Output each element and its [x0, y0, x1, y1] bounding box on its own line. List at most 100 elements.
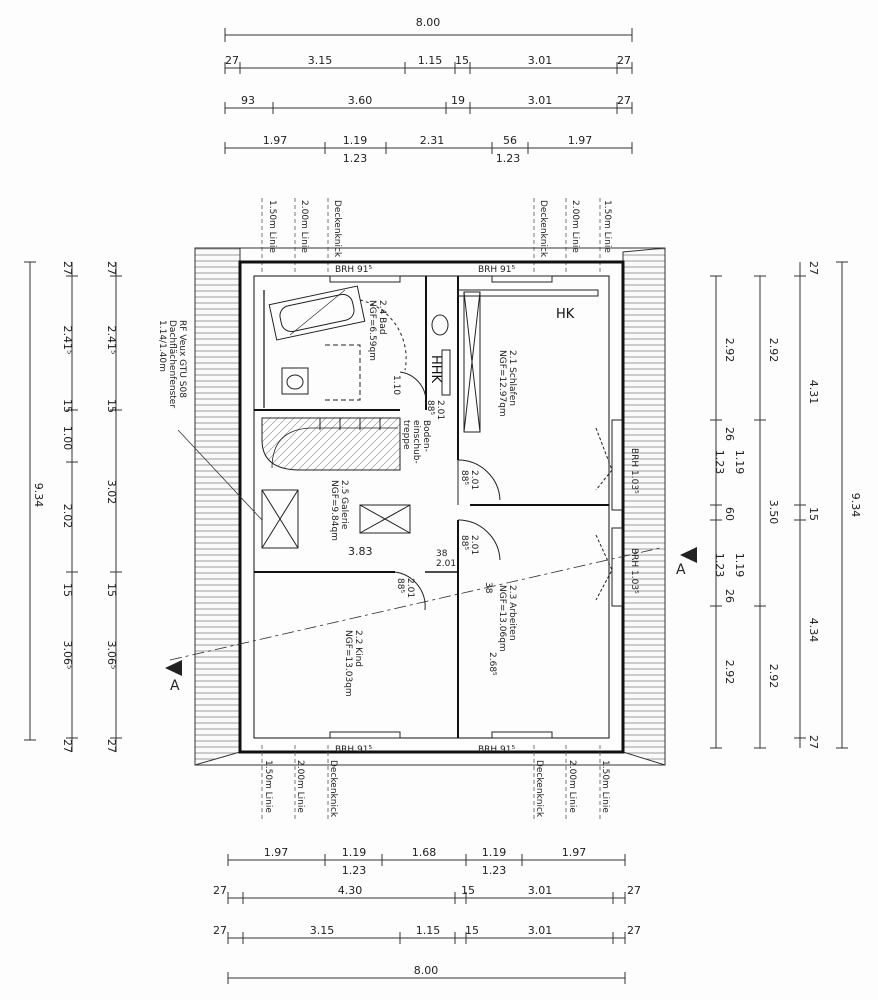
- roof-line-label: 2.00m Linie: [299, 200, 309, 253]
- dim-label: 27: [627, 924, 641, 937]
- rf-leader-line: [177, 429, 263, 521]
- dim-label: 2.41⁵: [105, 326, 118, 355]
- door-label: 88⁵: [459, 470, 469, 485]
- door-label: 38: [436, 549, 448, 559]
- dim-label: 56: [503, 134, 517, 147]
- bodentreppe-label: einschub-: [411, 420, 421, 464]
- bath-fixtures: [268, 285, 449, 401]
- rf-note: Dachflächenfenster: [167, 320, 177, 408]
- dim-label: 2.92: [723, 338, 736, 363]
- door-label: 88⁵: [395, 578, 405, 593]
- roof-line-label: Deckenknick: [538, 200, 548, 258]
- inner-dim: 1.10: [391, 375, 401, 395]
- inner-annotations: 1.10 3.83 2.68⁵ 38 88⁵ 2.01 88⁵ 2.01 88⁵…: [335, 265, 639, 755]
- room-kind-area: NGF=13.03qm: [343, 630, 353, 697]
- section-label: A: [676, 562, 686, 578]
- dim-label: 2.02: [61, 504, 74, 529]
- window-label: BRH 1.03⁵: [629, 448, 639, 494]
- dim-label: 3.06⁵: [105, 641, 118, 670]
- dim-label: 3.01: [528, 924, 553, 937]
- dim-label: 2.92: [767, 338, 780, 363]
- rf-note: 1.14/1.40m: [157, 320, 167, 372]
- left-dimension-chains: [24, 261, 122, 752]
- roof-hatching: [194, 247, 666, 766]
- room-bad-area: NGF=6.59qm: [367, 300, 377, 361]
- room-schlafen-area: NGF=12.97qm: [497, 350, 507, 417]
- door-label: 2.01: [405, 578, 415, 598]
- roof-line-labels-top: 1.50m Linie 2.00m Linie Deckenknick Deck…: [267, 200, 612, 258]
- roof-line-label: 1.50m Linie: [600, 760, 610, 813]
- dim-label: 27: [213, 924, 227, 937]
- door-label: 2.01: [469, 470, 479, 490]
- dim-label: 1.19: [342, 846, 367, 859]
- dim-label: 1.23: [713, 553, 726, 578]
- door-label: 2.01: [435, 400, 445, 420]
- dim-label: 1.23: [342, 864, 367, 877]
- dim-label: 1.97: [568, 134, 593, 147]
- dim-right-total: 9.34: [849, 493, 862, 518]
- roof-line-label: 2.00m Linie: [295, 760, 305, 813]
- roof-line-label: 1.50m Linie: [263, 760, 273, 813]
- section-markers: A A: [165, 547, 697, 694]
- roof-line-label: 1.50m Linie: [267, 200, 277, 253]
- dim-top-total: 8.00: [416, 16, 441, 29]
- washbasin: [431, 314, 449, 336]
- dim-label: 26: [723, 589, 736, 603]
- dim-label: 15: [61, 399, 74, 413]
- room-arbeiten-area: NGF=13.06qm: [497, 585, 507, 652]
- dim-label: 15: [465, 924, 479, 937]
- room-bad-name: 2.4 Bad: [377, 300, 387, 335]
- dim-label: 1.97: [263, 134, 288, 147]
- door-swings: [394, 371, 501, 611]
- bathtub: [268, 285, 366, 341]
- room-arbeiten-name: 2.3 Arbeiten: [507, 585, 517, 641]
- roof-line-label: Deckenknick: [328, 760, 338, 818]
- door-label: 88⁵: [459, 535, 469, 550]
- window-label: BRH 91⁵: [335, 745, 373, 755]
- right-dimension-chains: [710, 261, 848, 749]
- dim-label: 1.97: [264, 846, 289, 859]
- top-dimension-chains: [224, 28, 633, 154]
- dim-label: 3.50: [767, 500, 780, 525]
- dim-label: 27: [105, 261, 118, 275]
- roof-line-label: 1.50m Linie: [602, 200, 612, 253]
- dim-label: 3.15: [308, 54, 333, 67]
- rf-note: RF Veux GTU S08: [177, 320, 187, 398]
- dim-label: 27: [225, 54, 239, 67]
- room-galerie-area: NGF=9.84qm: [329, 480, 339, 541]
- inner-dim: 3.83: [348, 545, 373, 558]
- dim-label: 2.41⁵: [61, 326, 74, 355]
- dim-label: 15: [461, 884, 475, 897]
- top-dimension-labels: 8.00 27 3.15 1.15 15 3.01 27 93 3.60 19 …: [225, 16, 631, 165]
- shower-tray: [325, 344, 361, 401]
- roof-line-label: 2.00m Linie: [567, 760, 577, 813]
- dim-label: 26: [723, 427, 736, 441]
- roof-line-label: 2.00m Linie: [570, 200, 580, 253]
- room-labels: 2.4 Bad NGF=6.59qm 2.1 Schlafen NGF=12.9…: [157, 300, 517, 697]
- dim-label: 4.30: [338, 884, 363, 897]
- dim-left-total: 9.34: [32, 483, 45, 508]
- dim-label: 1.19: [343, 134, 368, 147]
- dim-bottom-total: 8.00: [414, 964, 439, 977]
- roof-lines-top: [261, 198, 601, 272]
- heating-markers: HK HHK: [428, 289, 599, 396]
- room-schlafen-name: 2.1 Schlafen: [507, 350, 517, 406]
- room-galerie-name: 2.5 Galerie: [339, 480, 349, 530]
- dim-label: 15: [105, 399, 118, 413]
- dim-label: 3.15: [310, 924, 335, 937]
- dim-label: 1.15: [418, 54, 443, 67]
- dim-label: 2.31: [420, 134, 445, 147]
- dim-label: 1.23: [343, 152, 368, 165]
- room-kind-name: 2.2 Kind: [353, 630, 363, 667]
- dim-label: 1.00: [61, 426, 74, 451]
- roof-line-label: Deckenknick: [332, 200, 342, 258]
- dim-label: 2.92: [723, 660, 736, 685]
- dim-label: 2.92: [767, 664, 780, 689]
- dim-label: 27: [807, 735, 820, 749]
- dim-label: 3.02: [105, 480, 118, 505]
- dim-label: 1.19: [733, 450, 746, 475]
- dim-label: 4.34: [807, 618, 820, 643]
- window-label: BRH 91⁵: [478, 745, 516, 755]
